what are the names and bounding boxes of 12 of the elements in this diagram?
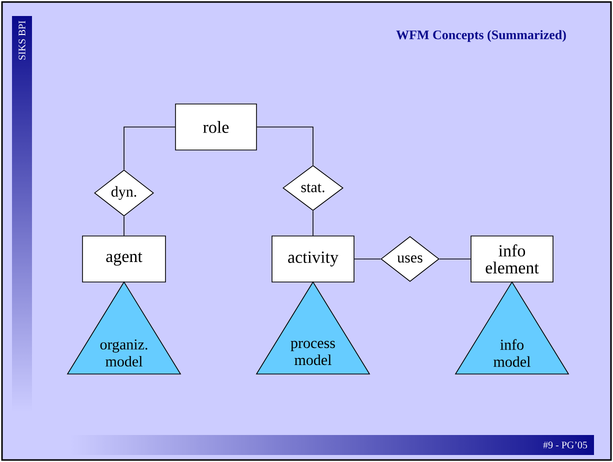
title: WFM Concepts (Summarized) [396, 30, 566, 42]
entity-box: info element [470, 236, 554, 282]
connector-line [256, 126, 314, 166]
page-number: #9 - PG’05 [543, 442, 588, 448]
connector-line [354, 258, 381, 260]
entity-box: activity [272, 236, 354, 282]
connector-line [439, 258, 471, 260]
connector-line [124, 126, 176, 170]
side-label: SIKS BPI [18, 20, 26, 60]
entity-box: role [175, 104, 257, 150]
entity-box: agent [82, 236, 166, 282]
connector-line [312, 210, 314, 236]
